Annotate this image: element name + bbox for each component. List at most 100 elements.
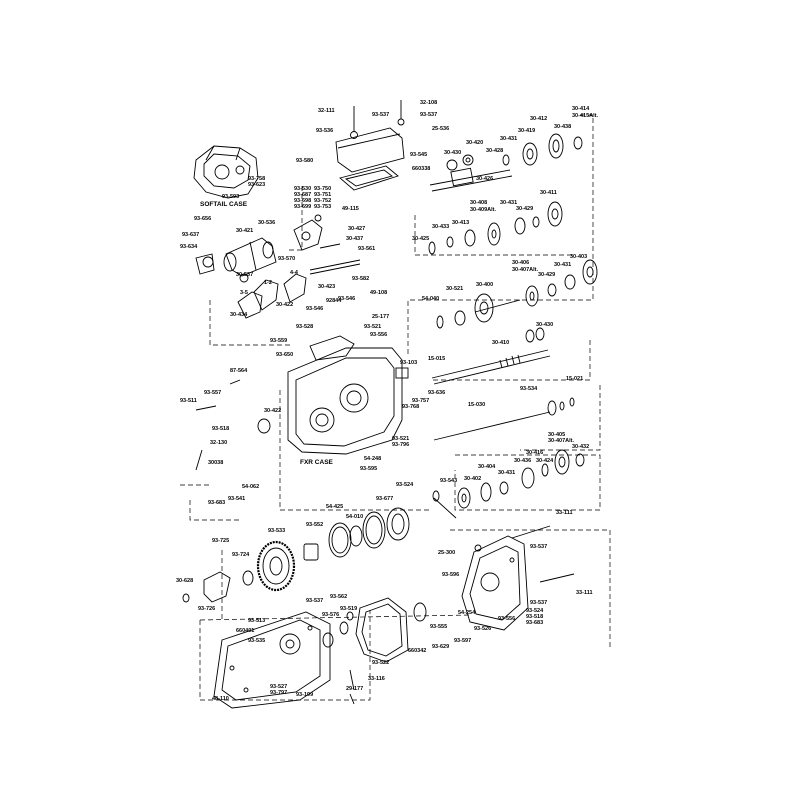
part-label: 30-404 — [478, 464, 496, 470]
part-label: 93-522 — [372, 660, 390, 666]
part-label: 4-4 — [290, 270, 298, 276]
part-label: 93-724 — [232, 552, 250, 558]
part-label: 29-177 — [346, 686, 364, 692]
part-label: 30-428 — [486, 148, 504, 154]
part-label: 30-412 — [530, 116, 548, 122]
part-label: 30-415Alt. — [572, 113, 598, 119]
part-label: 30-407Alt. — [512, 267, 538, 273]
part-label: 49-108 — [370, 290, 388, 296]
part-label: 93-683 — [526, 620, 544, 626]
part-label: 30-521 — [446, 286, 464, 292]
part-label: 87-564 — [230, 368, 248, 374]
push-rod-drawing — [433, 397, 575, 441]
part-label: 30-422 — [264, 408, 282, 414]
drive-sprocket-drawing — [182, 540, 296, 603]
part-label: 30-429 — [516, 206, 534, 212]
part-label: 30-426 — [476, 176, 494, 182]
part-label: 30-424 — [536, 458, 554, 464]
part-label: 93-545 — [410, 152, 428, 158]
part-label: 93-597 — [454, 638, 472, 644]
bearings-drawing — [303, 507, 410, 561]
part-label: 30-536 — [258, 220, 276, 226]
part-label: 3-5 — [240, 290, 248, 296]
part-label: 93-527 — [270, 684, 288, 690]
part-label: 32-111 — [318, 108, 335, 114]
part-label: 93-534 — [520, 386, 538, 392]
part-label: 93-752 — [314, 198, 332, 204]
part-label: 30-410 — [492, 340, 510, 346]
part-label: 30-423 — [318, 284, 336, 290]
part-label: 33-111 — [556, 510, 573, 516]
part-label: 93-526 — [474, 626, 492, 632]
part-label: 660338 — [412, 166, 431, 172]
part-label: 30-431 — [554, 262, 572, 268]
part-label: 30-431 — [498, 470, 516, 476]
part-label: 30-419 — [518, 128, 536, 134]
detent-lever-drawing — [293, 214, 341, 251]
part-label: 93-576 — [322, 612, 340, 618]
part-label: 93-699 — [294, 204, 312, 210]
part-label: 93-580 — [296, 158, 314, 164]
part-label: 93-636 — [428, 390, 446, 396]
part-label: 93-677 — [376, 496, 394, 502]
part-label: 93-634 — [180, 244, 198, 250]
part-label: 93-546 — [306, 306, 324, 312]
upper-mainshaft-drawing — [429, 133, 583, 192]
part-label: 93-556 — [498, 616, 516, 622]
part-label: 25-300 — [438, 550, 456, 556]
part-label: 30-405 — [548, 432, 566, 438]
part-label: 93-629 — [432, 644, 450, 650]
part-label: 93-537 — [372, 112, 390, 118]
part-label: 15-030 — [468, 402, 486, 408]
part-label: 93-559 — [270, 338, 288, 344]
part-label: 54-254 — [458, 610, 476, 616]
part-label: 33-116 — [368, 676, 385, 682]
part-label: 93-103 — [400, 360, 418, 366]
part-label: 93-519 — [340, 606, 358, 612]
part-label: 30-408 — [470, 200, 488, 206]
part-label: 30-429 — [538, 272, 556, 278]
part-label: 30-400 — [476, 282, 494, 288]
part-label: 30-430 — [536, 322, 554, 328]
part-label: 30-413 — [452, 220, 470, 226]
part-label: 93-582 — [352, 276, 370, 282]
part-label: 93-536 — [316, 128, 334, 134]
part-label: 93-758 — [248, 176, 266, 182]
part-label: 93-753 — [314, 204, 332, 210]
part-label: 93-750 — [314, 186, 332, 192]
countershaft-gears-drawing — [436, 259, 598, 329]
gasket-drawing — [355, 597, 409, 663]
part-label: 93-683 — [208, 500, 226, 506]
part-label: 30-628 — [176, 578, 194, 584]
part-label: 30-409Alt. — [470, 207, 496, 213]
part-label: 93-521 — [364, 324, 382, 330]
part-label: 30-407Alt. — [548, 438, 574, 444]
fxr-case-drawing — [257, 335, 409, 455]
part-label: 93-518 — [526, 614, 544, 620]
part-label: 15-021 — [566, 376, 584, 382]
part-label: 93-637 — [182, 232, 200, 238]
softail-case-label: SOFTAIL CASE — [200, 201, 248, 208]
part-label: 93-537 — [530, 544, 548, 550]
part-label: 30-402 — [464, 476, 482, 482]
part-label: 30038 — [208, 460, 224, 466]
shift-drum-drawing — [195, 237, 277, 283]
part-label: 30-416 — [526, 450, 544, 456]
part-label: 49-115 — [342, 206, 359, 212]
part-label: 93-561 — [358, 246, 376, 252]
part-label: 93-595 — [360, 466, 378, 472]
top-cover-drawing — [335, 100, 405, 191]
part-label: 32-130 — [210, 440, 228, 446]
part-label: 93-796 — [392, 442, 410, 448]
part-label: 93-537 — [306, 598, 324, 604]
part-label: 93-513 — [248, 618, 266, 624]
part-label: 93-546 — [338, 296, 356, 302]
part-label: 93-541 — [228, 496, 246, 502]
bolts-drawing — [195, 379, 355, 705]
part-label: 30-406 — [512, 260, 530, 266]
part-label: 30-427 — [348, 226, 366, 232]
part-label: 30-437 — [346, 236, 364, 242]
part-label: 54-040 — [422, 296, 440, 302]
part-label: 93-687 — [294, 192, 312, 198]
side-cover-drawing — [213, 611, 354, 709]
